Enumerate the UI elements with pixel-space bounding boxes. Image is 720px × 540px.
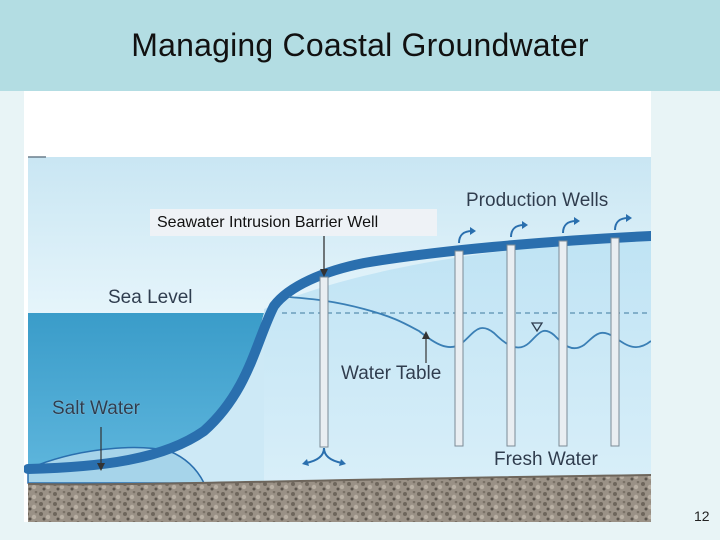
production-wells-label: Production Wells	[466, 190, 609, 211]
salt-water-label: Salt Water	[52, 398, 140, 419]
ground-band	[24, 231, 651, 474]
sea-level-label: Sea Level	[108, 287, 193, 308]
gravel-layer	[28, 475, 651, 522]
production-well-1	[454, 227, 476, 447]
title-bar: Managing Coastal Groundwater	[0, 0, 720, 91]
slide-number: 12	[694, 508, 710, 524]
water-table-label: Water Table	[341, 363, 442, 384]
water-table-marker-icon	[530, 322, 544, 333]
production-well-3	[558, 217, 580, 447]
barrier-well-callout: Seawater Intrusion Barrier Well	[150, 209, 437, 236]
production-well-4	[610, 214, 632, 447]
coastal-groundwater-diagram	[24, 156, 651, 522]
diagram-frame	[24, 91, 651, 522]
production-well-2	[506, 221, 528, 447]
fresh-water-label: Fresh Water	[494, 449, 598, 470]
slide-title: Managing Coastal Groundwater	[131, 27, 589, 63]
